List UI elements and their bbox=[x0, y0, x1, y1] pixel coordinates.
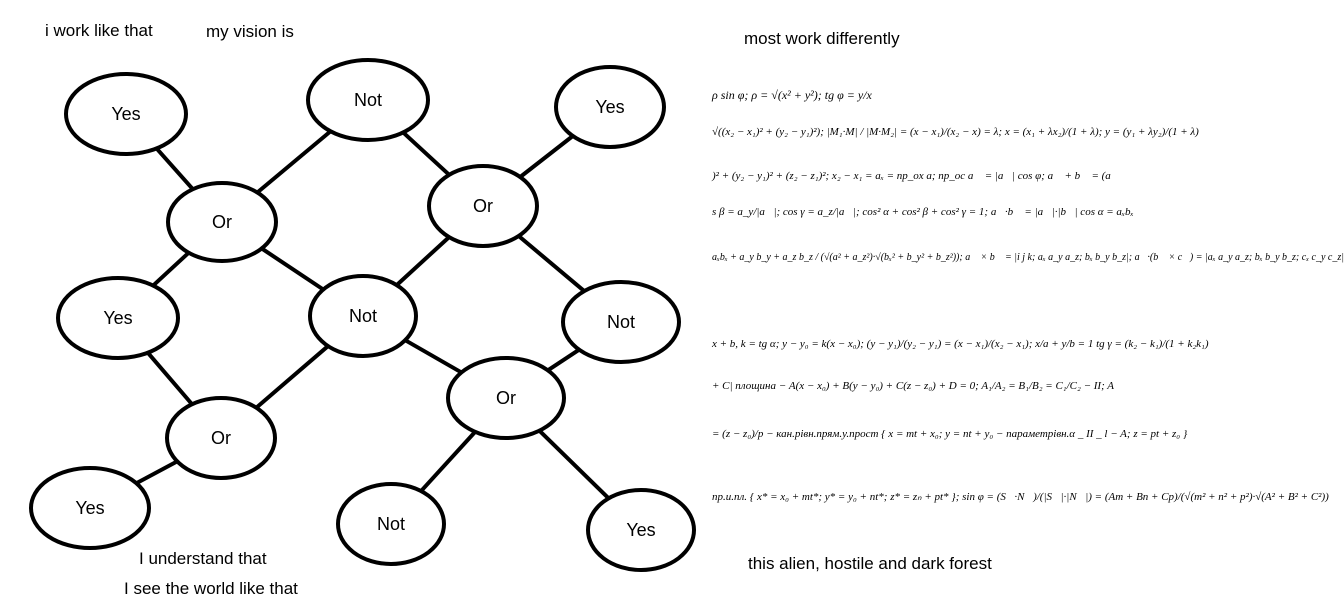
formula-line: ρ sin φ; ρ = √(x² + y²); tg φ = y/x bbox=[712, 88, 872, 102]
edge-yes_mid_left-to-or_lower_left bbox=[146, 351, 194, 406]
node-or_upper_right: Or bbox=[427, 164, 539, 248]
node-ellipse bbox=[427, 164, 539, 248]
caption-my-vision-is: my vision is bbox=[206, 22, 294, 41]
node-ellipse bbox=[166, 181, 278, 263]
edge-or_lower_right-to-not_bottom_mid bbox=[419, 430, 477, 493]
formula-line: s β = a_y/|a⃗|; cos γ = a_z/|a⃗|; cos² α… bbox=[712, 206, 1134, 218]
node-ellipse bbox=[64, 72, 188, 156]
caption-i-work-like-that: i work like that bbox=[45, 21, 153, 40]
node-label: Yes bbox=[626, 520, 655, 540]
node-not_bottom_mid: Not bbox=[336, 482, 446, 566]
node-ellipse bbox=[308, 274, 418, 358]
formula-line: + C| площина − A(x − x₀) + B(y − y₀) + C… bbox=[712, 380, 1115, 392]
formula-line: aₓbₓ + a_y b_y + a_z b_z / (√(a² + a_z²)… bbox=[712, 252, 1344, 263]
node-ellipse bbox=[586, 488, 696, 572]
caption-i-see-the-world: I see the world like that bbox=[124, 579, 298, 598]
node-ellipse bbox=[306, 58, 430, 142]
edge-yes_top_left-to-or_upper_left bbox=[155, 147, 195, 191]
edge-or_lower_right-to-yes_bottom_right bbox=[538, 429, 611, 500]
node-ellipse bbox=[554, 65, 666, 149]
node-yes_bottom_left: Yes bbox=[29, 466, 151, 550]
node-label: Yes bbox=[111, 104, 140, 124]
node-yes_mid_left: Yes bbox=[56, 276, 180, 360]
node-yes_top_left: Yes bbox=[64, 72, 188, 156]
edge-not_center-to-or_lower_left bbox=[254, 344, 330, 410]
edge-not_center-to-or_lower_right bbox=[404, 338, 463, 375]
edge-or_upper_right-to-not_center bbox=[395, 235, 451, 287]
node-yes_top_right: Yes bbox=[554, 65, 666, 149]
edge-not_mid_right-to-or_lower_right bbox=[546, 348, 581, 372]
node-label: Or bbox=[211, 428, 231, 448]
node-label: Yes bbox=[103, 308, 132, 328]
node-ellipse bbox=[561, 280, 681, 364]
edge-or_upper_left-to-not_center bbox=[260, 246, 325, 292]
caption-i-understand-that: I understand that bbox=[139, 549, 267, 568]
node-ellipse bbox=[56, 276, 180, 360]
formula-line: = (z − z₀)/p − кан.рівн.прям.у.прост { x… bbox=[712, 428, 1188, 440]
node-ellipse bbox=[165, 396, 277, 480]
node-ellipse bbox=[29, 466, 151, 550]
formula-line: )² + (y₂ − y₁)² + (z₂ − z₁)²; x₂ − x₁ = … bbox=[712, 170, 1111, 182]
formula-block: ρ sin φ; ρ = √(x² + y²); tg φ = y/x √((x₂… bbox=[712, 82, 1344, 542]
node-label: Or bbox=[496, 388, 516, 408]
edge-or_upper_left-to-yes_mid_left bbox=[151, 251, 191, 288]
node-or_lower_left: Or bbox=[165, 396, 277, 480]
node-not_top_mid: Not bbox=[306, 58, 430, 142]
node-not_center: Not bbox=[308, 274, 418, 358]
caption-most-work-differently: most work differently bbox=[744, 29, 900, 48]
node-or_lower_right: Or bbox=[446, 356, 566, 440]
node-label: Or bbox=[212, 212, 232, 232]
edge-not_top_mid-to-or_upper_right bbox=[401, 130, 451, 177]
node-ellipse bbox=[336, 482, 446, 566]
node-label: Not bbox=[354, 90, 382, 110]
edge-or_upper_right-to-not_mid_right bbox=[517, 234, 586, 293]
node-ellipse bbox=[446, 356, 566, 440]
node-label: Not bbox=[349, 306, 377, 326]
node-label: Not bbox=[377, 514, 405, 534]
formula-line: x + b, k = tg α; y − y₀ = k(x − x₀); (y … bbox=[712, 338, 1209, 350]
node-yes_bottom_right: Yes bbox=[586, 488, 696, 572]
formula-line: пр.и.пл. { x* = x₀ + mt*; y* = y₀ + nt*;… bbox=[712, 491, 1329, 503]
edge-or_lower_left-to-yes_bottom_left bbox=[135, 459, 179, 486]
node-label: Yes bbox=[75, 498, 104, 518]
node-label: Or bbox=[473, 196, 493, 216]
node-or_upper_left: Or bbox=[166, 181, 278, 263]
edge-or_upper_left-to-not_top_mid bbox=[256, 129, 332, 195]
formula-line: √((x₂ − x₁)² + (y₂ − y₁)²); |M₁·M| / |M·… bbox=[712, 126, 1199, 138]
node-label: Yes bbox=[595, 97, 624, 117]
node-not_mid_right: Not bbox=[561, 280, 681, 364]
edge-or_upper_right-to-yes_top_right bbox=[518, 134, 575, 179]
node-label: Not bbox=[607, 312, 635, 332]
caption-alien-forest: this alien, hostile and dark forest bbox=[748, 554, 992, 573]
